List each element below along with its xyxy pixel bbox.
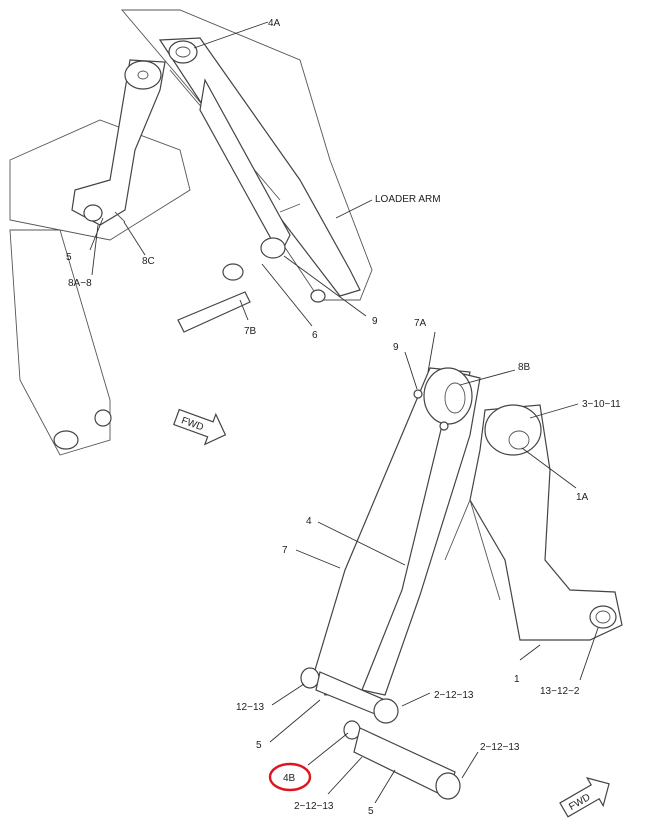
bushing-13-12-2	[589, 605, 617, 629]
callout-6: 6	[312, 330, 318, 341]
frame-boss	[94, 409, 112, 427]
highlight-circle-4B	[268, 762, 312, 792]
leader-2-12-13b	[327, 756, 363, 795]
lower-assembly	[300, 367, 623, 800]
leader-4A	[193, 21, 269, 49]
callout-13-12-2: 13−12−2	[540, 686, 580, 697]
upper-hub-bore	[444, 382, 466, 414]
upper-assembly	[9, 9, 373, 456]
pin-8C	[114, 211, 126, 223]
leader-4	[317, 521, 406, 566]
leader-5b	[269, 699, 321, 743]
pin-6	[260, 237, 286, 259]
callout-8B: 8B	[518, 362, 531, 373]
callout-2-12-13a: 2−12−13	[434, 690, 474, 701]
leader-3-10-11	[529, 403, 579, 419]
callout-5b: 5	[256, 740, 262, 751]
callout-8C: 8C	[142, 256, 155, 267]
leader-9a	[283, 255, 367, 317]
callout-2-12-13b: 2−12−13	[294, 801, 334, 812]
spacer-12-13	[300, 667, 320, 689]
callout-7A: 7A	[414, 318, 427, 329]
link-upper-boss	[124, 60, 162, 90]
leader-7A	[427, 331, 436, 373]
callout-9b: 9	[393, 342, 399, 353]
leader-13-12-2	[579, 627, 599, 681]
leader-12-13	[271, 683, 305, 706]
pin-4A-bore	[175, 46, 191, 58]
callouts: 4A LOADER ARM 5 8C 8A−8 9 7B 6 7A 9 8B 3…	[66, 18, 621, 817]
frame-pin	[53, 430, 79, 450]
nut-9	[310, 289, 326, 303]
bolt-9	[413, 389, 423, 399]
leader-8B	[459, 369, 516, 386]
lower-leaders	[269, 331, 599, 804]
leader-1A	[521, 447, 577, 489]
callout-5a: 5	[66, 252, 72, 263]
callout-4B: 4B	[283, 773, 296, 784]
washer-2-12-13b	[435, 772, 461, 800]
upper-leaders	[89, 21, 373, 327]
arm-bracket	[279, 203, 301, 213]
leader-7B	[239, 299, 249, 321]
fwd-arrow-bottom-shape	[559, 777, 610, 818]
callout-loader-arm: LOADER ARM	[375, 194, 441, 205]
leader-2-12-13a	[401, 692, 431, 707]
pin-1A	[508, 430, 530, 450]
pin-7B-boss	[222, 263, 244, 281]
leader-7	[295, 549, 341, 569]
loader-arm	[158, 37, 361, 297]
fwd-arrow-top-shape	[173, 408, 227, 446]
bolt-9b	[439, 421, 449, 431]
callout-12-13: 12−13	[236, 702, 265, 713]
callout-8A-8: 8A−8	[68, 278, 92, 289]
leader-6	[261, 263, 313, 327]
lever-4	[361, 371, 481, 696]
callout-5c: 5	[368, 806, 374, 817]
leader-5c	[374, 769, 396, 804]
pin-7B	[177, 291, 251, 333]
leader-1	[519, 644, 541, 661]
fwd-arrow-top: FWD	[173, 408, 227, 446]
fwd-arrow-bottom: FWD	[559, 777, 610, 818]
rear-frame	[9, 119, 191, 241]
bellcrank-hub	[484, 404, 542, 456]
callout-3-10-11: 3−10−11	[582, 399, 621, 410]
back-plate	[444, 498, 501, 601]
callout-9a: 9	[372, 316, 378, 327]
callout-2-12-13c: 2−12−13	[480, 742, 520, 753]
callout-4A: 4A	[268, 18, 281, 29]
leader-8A8	[91, 224, 99, 276]
leader-4B	[307, 732, 349, 766]
link-upper-hole	[137, 70, 149, 80]
leader-8C	[123, 221, 146, 256]
link-lower-boss	[83, 204, 103, 222]
pin-4A	[168, 40, 198, 64]
leader-9b	[404, 351, 418, 390]
frame-leg	[9, 229, 111, 456]
callout-4: 4	[306, 516, 312, 527]
callout-7: 7	[282, 545, 288, 556]
leader-2-12-13c	[461, 751, 479, 779]
callout-7B: 7B	[244, 326, 257, 337]
callout-1A: 1A	[576, 492, 589, 503]
washer-2-12-13a	[373, 698, 399, 724]
callout-1: 1	[514, 674, 520, 685]
bushing-bore	[595, 610, 611, 624]
leader-loader-arm	[335, 199, 373, 219]
